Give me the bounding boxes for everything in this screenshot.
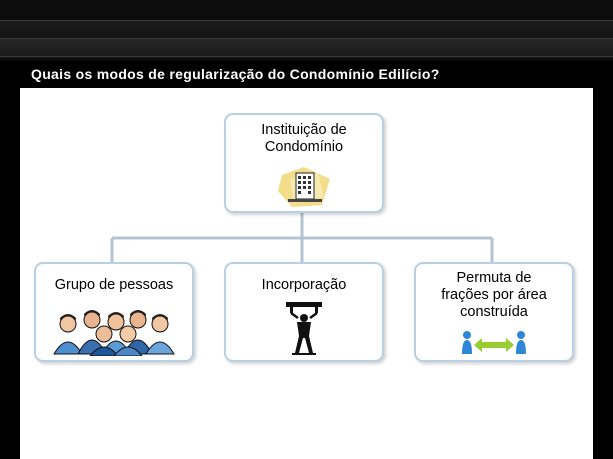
root-label-line1: Instituição de (261, 122, 347, 138)
header-stripe (0, 38, 613, 39)
root-node-box: Instituição de Condomínio (224, 113, 384, 213)
exchange-arrows-icon (462, 331, 526, 354)
people-group-icon (53, 310, 175, 356)
header-stripe (0, 56, 613, 57)
child-node-box-incorporacao: Incorporação (224, 262, 384, 362)
child-label-incorporacao: Incorporação (261, 277, 347, 293)
permuta-label-line2: frações por área (441, 287, 547, 303)
header-stripe (0, 20, 613, 21)
builder-figure-icon (286, 302, 322, 355)
child-label-permuta: Permuta de frações por área construída (416, 270, 572, 321)
permuta-label-line3: construída (460, 304, 528, 320)
slide-header: Quais os modos de regularização do Condo… (0, 0, 613, 86)
child-node-box-grupo: Grupo de pessoas (34, 262, 194, 362)
root-label-line2: Condomínio (264, 139, 344, 155)
child-label-grupo: Grupo de pessoas (54, 277, 174, 293)
permuta-label-line1: Permuta de (456, 270, 532, 286)
child-node-box-permuta: Permuta de frações por área construída (414, 262, 574, 362)
building-icon (278, 167, 330, 207)
slide-title: Quais os modos de regularização do Condo… (31, 66, 440, 82)
root-node-label: Instituição de Condomínio (226, 122, 382, 156)
